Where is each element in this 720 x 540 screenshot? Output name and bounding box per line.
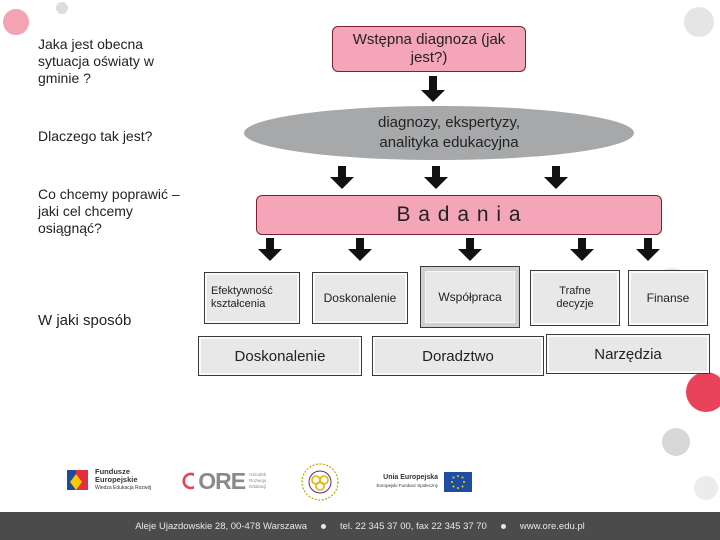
research-label: B a d a n i a bbox=[396, 203, 522, 226]
footer-address: Aleje Ujazdowskie 28, 00-478 Warszawa bbox=[135, 520, 307, 532]
method-improvement-label: Doskonalenie bbox=[234, 347, 326, 365]
logo-ore: ORE Ośrodek Rozwoju Edukacji bbox=[182, 468, 272, 494]
method-tools: Narzędzia bbox=[546, 334, 710, 374]
ue-title: Unia Europejska bbox=[383, 474, 438, 481]
fundusze-title: Fundusze Europejskie bbox=[95, 467, 138, 484]
arrow-down-icon bbox=[330, 166, 354, 189]
area-decisions-label: Trafne decyzje bbox=[556, 285, 594, 310]
decor-circle bbox=[662, 428, 690, 456]
arrow-down-icon bbox=[570, 238, 594, 261]
method-tools-label: Narzędzia bbox=[594, 345, 662, 363]
area-effectiveness: Efektywność kształcenia bbox=[204, 272, 300, 324]
question-goal: Co chcemy poprawić – jaki cel chcemy osi… bbox=[38, 186, 180, 236]
area-decisions: Trafne decyzje bbox=[530, 270, 620, 326]
decor-circle bbox=[694, 476, 718, 500]
research-bar: B a d a n i a bbox=[256, 195, 662, 235]
ore-wordmark: ORE bbox=[198, 467, 246, 494]
arrow-down-icon bbox=[348, 238, 372, 261]
area-cooperation-label: Współpraca bbox=[438, 290, 502, 304]
initial-diagnosis-label: Wstępna diagnoza (jak jest?) bbox=[352, 31, 506, 66]
area-cooperation: Współpraca bbox=[420, 266, 520, 328]
initial-diagnosis-box: Wstępna diagnoza (jak jest?) bbox=[332, 26, 526, 72]
ore-subtitle: Ośrodek Rozwoju Edukacji bbox=[249, 472, 267, 489]
footer-bar: Aleje Ujazdowskie 28, 00-478 Warszawa te… bbox=[0, 512, 720, 540]
area-effectiveness-label: Efektywność kształcenia bbox=[211, 285, 273, 310]
decor-circle bbox=[686, 372, 720, 412]
ore-mark-icon bbox=[182, 472, 195, 490]
arrow-down-icon bbox=[458, 238, 482, 261]
decor-circle bbox=[56, 2, 68, 14]
jubilee-seal-icon bbox=[301, 463, 339, 501]
footer-website[interactable]: www.ore.edu.pl bbox=[519, 520, 585, 532]
logo-fundusze-europejskie: Fundusze Europejskie Wiedza Edukacja Roz… bbox=[66, 466, 186, 494]
arrow-down-icon bbox=[544, 166, 568, 189]
arrow-down-icon bbox=[636, 238, 660, 261]
expertise-label: diagnozy, ekspertyzy, analityka edukacyj… bbox=[377, 114, 520, 151]
fundusze-subtitle: Wiedza Edukacja Rozwój bbox=[95, 485, 152, 491]
question-how: W jaki sposób bbox=[38, 312, 132, 329]
method-advisory: Doradztwo bbox=[372, 336, 544, 376]
footer-phone: tel. 22 345 37 00, fax 22 345 37 70 bbox=[340, 520, 487, 532]
question-current-state: Jaka jest obecna sytuacja oświaty w gmin… bbox=[38, 36, 154, 86]
logo-ue: Unia Europejska Europejski Fundusz Społe… bbox=[366, 470, 476, 494]
question-why: Dlaczego tak jest? bbox=[38, 128, 153, 144]
area-improvement-label: Doskonalenie bbox=[323, 291, 397, 305]
decor-circle bbox=[684, 7, 714, 37]
arrow-down-icon bbox=[421, 76, 445, 102]
expertise-oval: diagnozy, ekspertyzy, analityka edukacyj… bbox=[244, 106, 634, 160]
method-improvement: Doskonalenie bbox=[198, 336, 362, 376]
area-finance: Finanse bbox=[628, 270, 708, 326]
flow-arrows bbox=[258, 76, 660, 261]
area-improvement: Doskonalenie bbox=[312, 272, 408, 324]
method-advisory-label: Doradztwo bbox=[422, 347, 494, 365]
ue-subtitle: Europejski Fundusz Społeczny bbox=[376, 483, 438, 488]
arrow-down-icon bbox=[258, 238, 282, 261]
area-finance-label: Finanse bbox=[646, 291, 690, 305]
footer-separator bbox=[321, 523, 326, 529]
arrow-down-icon bbox=[424, 166, 448, 189]
decor-circle bbox=[3, 9, 29, 35]
fundusze-emblem-icon bbox=[67, 470, 88, 490]
footer-separator bbox=[500, 523, 506, 529]
eu-flag-icon bbox=[444, 472, 472, 492]
